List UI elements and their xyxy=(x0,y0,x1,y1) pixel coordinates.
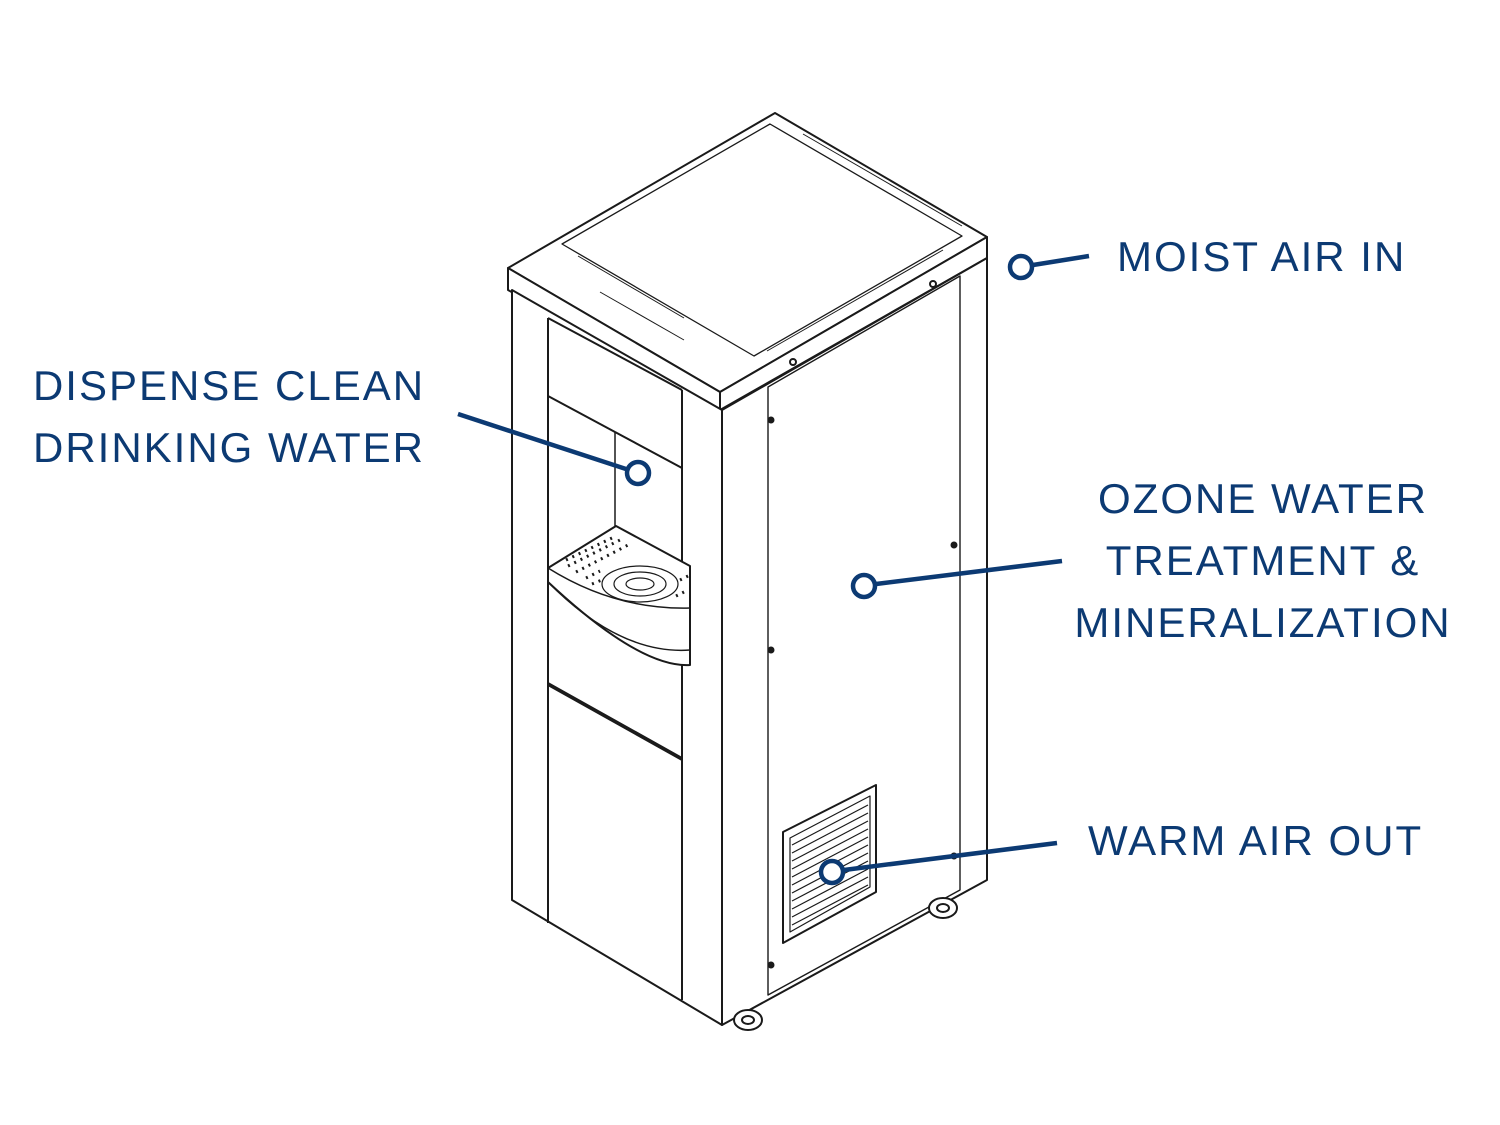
caster-wheels xyxy=(733,897,958,1031)
ozone-line-1: OZONE WATER xyxy=(1098,475,1428,522)
drip-tray-grate xyxy=(565,536,691,603)
ozone-marker xyxy=(850,572,878,600)
moist-air-in-label: MOIST AIR IN xyxy=(1117,226,1406,288)
dispense-line-1: DISPENSE CLEAN xyxy=(32,362,426,409)
warm-air-out-marker xyxy=(818,858,846,886)
moist-air-in-text: MOIST AIR IN xyxy=(1117,233,1407,280)
warm-air-out-text: WARM AIR OUT xyxy=(1088,817,1424,864)
dispense-marker xyxy=(624,459,652,487)
dispense-label: DISPENSE CLEAN DRINKING WATER xyxy=(24,355,434,479)
front-body xyxy=(511,289,723,1026)
ozone-line-2: TREATMENT & xyxy=(1105,537,1421,584)
top-lid xyxy=(507,112,988,411)
moist-air-in-marker xyxy=(1007,253,1035,281)
warm-air-out-label: WARM AIR OUT xyxy=(1088,810,1423,872)
ozone-treatment-label: OZONE WATER TREATMENT & MINERALIZATION xyxy=(1065,468,1461,654)
ozone-line-3: MINERALIZATION xyxy=(1074,599,1452,646)
dispense-line-2: DRINKING WATER xyxy=(33,424,425,471)
callout-leaders xyxy=(457,253,1090,886)
